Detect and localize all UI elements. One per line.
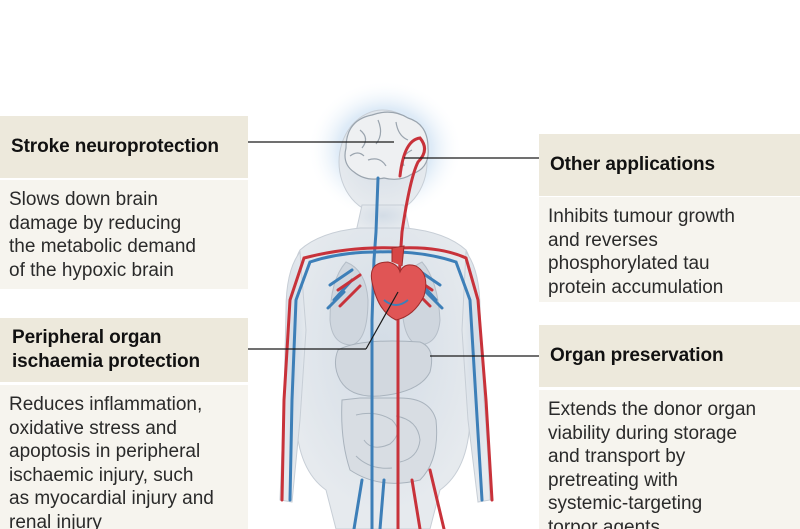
peripheral-organ-heading: Peripheral organ ischaemia protection	[0, 318, 248, 382]
stroke-neuroprotection-text: Slows down brain damage by reducing the …	[0, 180, 248, 289]
other-applications-heading: Other applications	[539, 134, 800, 196]
connector-lines	[248, 141, 539, 357]
stroke-neuroprotection-heading: Stroke neuroprotection	[0, 116, 248, 178]
intestines	[341, 397, 438, 484]
other-applications-text: Inhibits tumour growth and reverses phos…	[539, 197, 800, 302]
liver	[334, 340, 433, 397]
organ-preservation-heading: Organ preservation	[539, 325, 800, 387]
heart	[370, 245, 427, 321]
organ-preservation-text: Extends the donor organ viability during…	[539, 390, 800, 529]
connector-peripheral-diag	[365, 291, 399, 350]
peripheral-organ-text: Reduces inflammation, oxidative stress a…	[0, 385, 248, 529]
brain	[344, 111, 429, 180]
arteries	[280, 136, 494, 529]
lungs	[329, 261, 441, 346]
